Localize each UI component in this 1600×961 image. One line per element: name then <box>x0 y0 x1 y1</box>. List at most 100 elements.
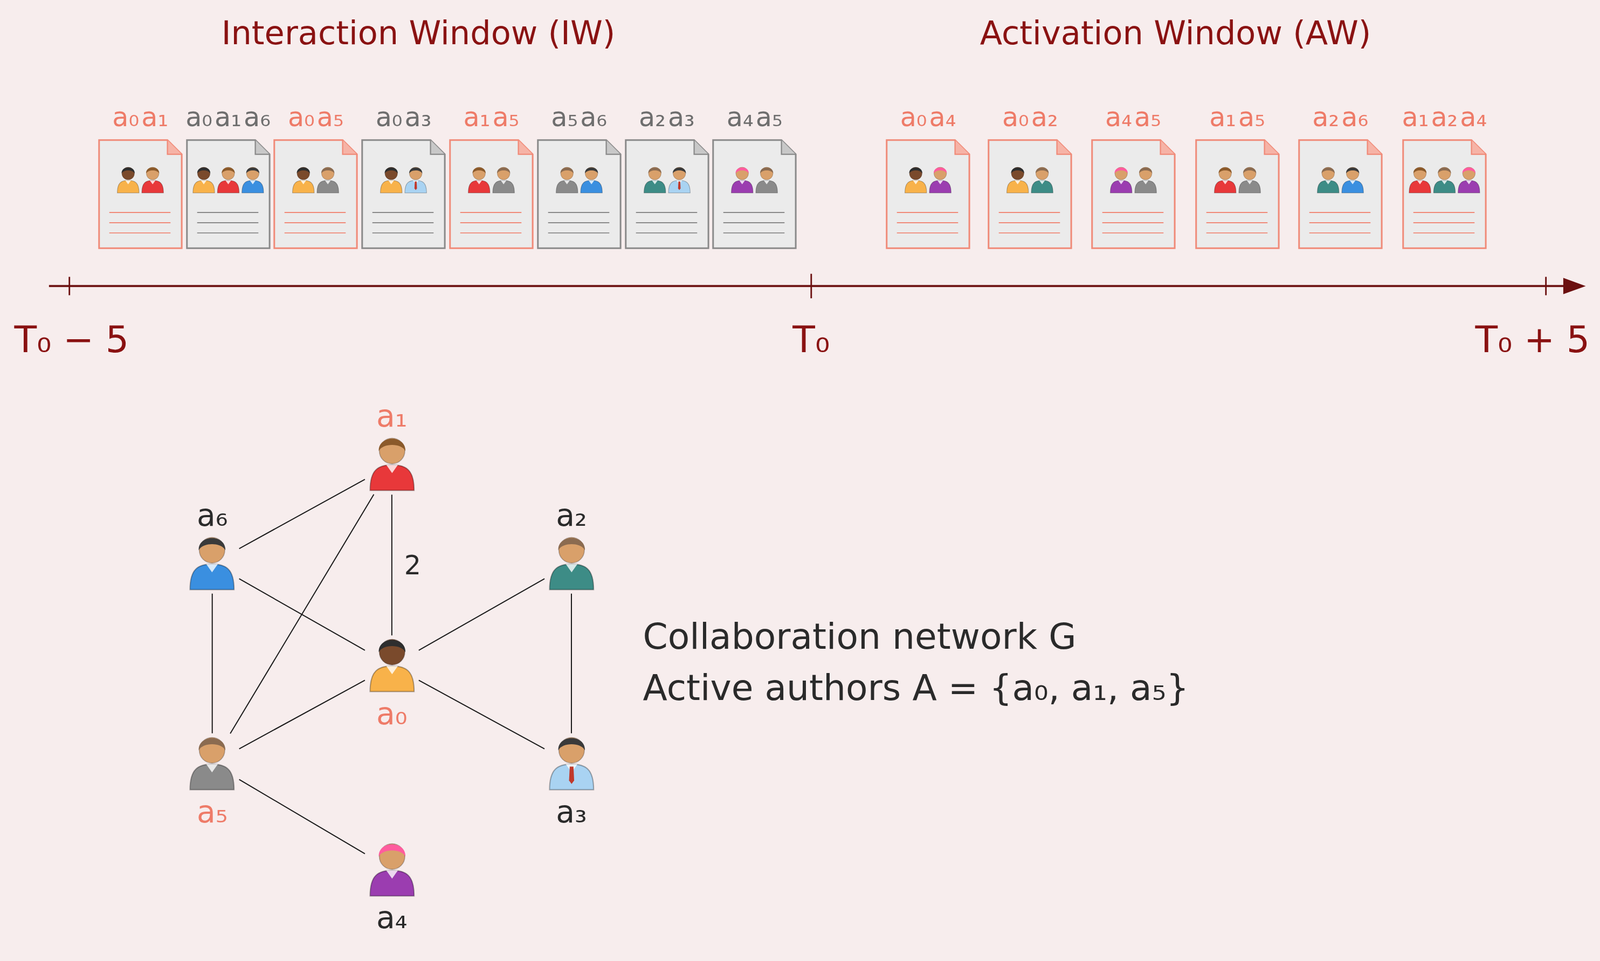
icon-body <box>292 180 315 193</box>
document-page <box>884 136 972 252</box>
author-icon-frame <box>546 734 598 792</box>
page-text-line <box>897 222 959 224</box>
author-label: a₀ <box>287 101 315 133</box>
author-label: a₃ <box>667 101 695 133</box>
icon-head <box>384 167 398 180</box>
page-text-line <box>897 232 959 234</box>
page-outline <box>362 139 445 248</box>
icon-hair <box>1011 167 1025 174</box>
icon-collar <box>385 870 398 879</box>
author-label: a₂ <box>638 101 666 133</box>
author-label: a₁ <box>141 101 169 133</box>
document-page <box>272 136 360 252</box>
document-page <box>711 136 798 252</box>
author-icon <box>217 167 239 193</box>
page-outline <box>713 139 796 248</box>
icon-collar <box>206 763 219 772</box>
page-text-line <box>460 232 522 234</box>
icon-collar <box>385 665 398 674</box>
icon-body <box>241 180 264 193</box>
icon-collar <box>1465 180 1472 184</box>
icon-collar <box>1015 180 1022 184</box>
collaboration-edge <box>239 778 365 854</box>
icon-body <box>492 180 515 193</box>
icon-collar <box>1118 180 1124 184</box>
window-title: Activation Window (AW) <box>980 14 1372 53</box>
icon-body <box>369 665 415 692</box>
page-text-line <box>1101 211 1164 213</box>
icon-head <box>1139 167 1152 180</box>
page-fold <box>518 139 533 154</box>
icon-head <box>472 167 486 180</box>
page-text-line <box>460 222 522 224</box>
author-icon <box>1109 167 1132 193</box>
icon-collar <box>385 464 398 473</box>
author-icon <box>141 167 164 193</box>
icon-collar <box>1142 180 1149 184</box>
collaboration-edge <box>570 593 572 734</box>
page-text-line <box>1413 222 1475 224</box>
icon-body <box>316 180 339 193</box>
icon-head <box>735 167 749 180</box>
author-icon <box>1316 167 1339 193</box>
page-text-line <box>547 211 610 213</box>
author-icon <box>190 736 235 790</box>
axis-arrowhead <box>1563 277 1586 294</box>
author-label: a₃ <box>404 101 432 133</box>
paper-document: a₀a₄ <box>884 85 972 252</box>
author-row: a₀a₄ <box>884 85 972 133</box>
page-text-line <box>1413 232 1475 234</box>
icon-body <box>369 870 415 896</box>
page-text-line <box>372 232 434 234</box>
time-tick-label: T₀ <box>792 318 830 361</box>
page-text-line <box>723 232 785 234</box>
author-node: a₄ <box>366 840 418 938</box>
document-page <box>97 136 184 252</box>
paper-document: a₅a₆ <box>535 85 623 252</box>
page-fold <box>1160 139 1175 154</box>
page-fold <box>693 139 708 154</box>
icon-head <box>121 167 135 180</box>
author-label: a₅ <box>1134 101 1162 133</box>
page-text-line <box>723 222 785 224</box>
icon-hair <box>557 738 585 751</box>
page-text-line <box>998 222 1061 224</box>
author-icon <box>1409 167 1431 193</box>
icon-hair <box>384 167 398 174</box>
icon-collar <box>937 180 944 184</box>
author-label: a₅ <box>755 101 783 133</box>
icon-collar <box>225 180 232 184</box>
page-text-line <box>1309 211 1371 213</box>
icon-head <box>1036 167 1049 180</box>
page-text-line <box>1205 211 1268 213</box>
icon-body <box>369 464 415 491</box>
author-label: a₁ <box>214 101 242 133</box>
icon-body <box>380 180 403 193</box>
collaboration-edge <box>391 494 393 636</box>
icon-hair <box>378 639 406 653</box>
icon-hair <box>321 167 335 174</box>
icon-collar <box>206 563 219 572</box>
author-label: a₁ <box>463 101 491 133</box>
author-node: a₃ <box>546 734 598 832</box>
author-label: a₀ <box>376 695 408 731</box>
paper-document: a₀a₁a₆ <box>184 85 272 252</box>
icon-collar <box>1417 180 1424 184</box>
icon-hair <box>297 167 310 174</box>
page-text-line <box>1413 211 1475 213</box>
document-page <box>986 136 1074 252</box>
page-text-line <box>460 211 522 213</box>
time-tick-label: T₀ + 5 <box>1474 318 1590 361</box>
icon-body <box>141 180 164 193</box>
author-label: a₅ <box>196 794 229 830</box>
icon-collar <box>500 180 507 184</box>
icon-hair <box>196 167 210 174</box>
page-text-line <box>1309 232 1371 234</box>
document-page <box>184 136 272 252</box>
author-row: a₂a₃ <box>623 85 711 133</box>
icon-collar <box>565 563 578 572</box>
author-icon <box>380 167 403 193</box>
author-row: a₀a₁ <box>97 85 184 133</box>
page-text-line <box>196 232 259 234</box>
page-text-line <box>547 232 610 234</box>
